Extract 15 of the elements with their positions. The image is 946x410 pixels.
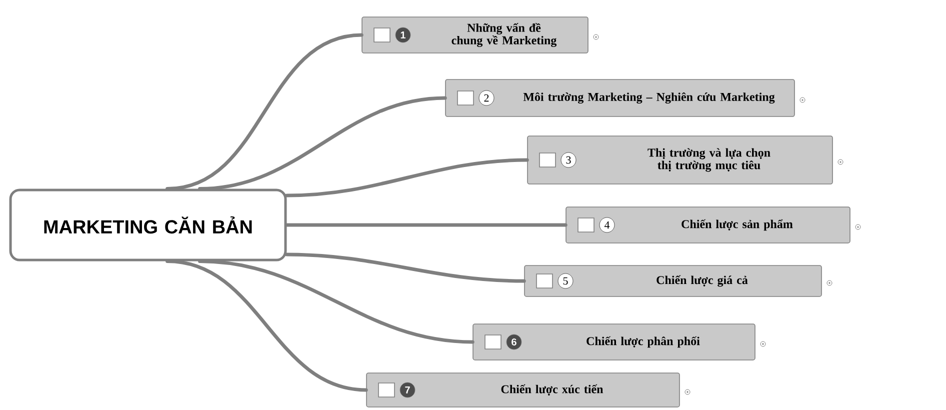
branch-line <box>285 252 526 283</box>
branch-line <box>166 33 364 190</box>
number-badge: 4 <box>599 217 615 233</box>
number-badge: 7 <box>400 382 416 398</box>
branch-line <box>198 260 474 344</box>
branch-line <box>198 96 447 190</box>
branch-line <box>166 260 368 392</box>
branch-line <box>285 223 568 227</box>
number-badge: 6 <box>506 334 522 350</box>
number-badge: 3 <box>560 152 576 168</box>
central-topic-box: MARKETING CĂN BẢN <box>9 188 287 262</box>
number-badge: 2 <box>478 90 494 106</box>
number-badge: 1 <box>395 27 411 43</box>
number-badge: 5 <box>558 273 574 289</box>
branch-line <box>285 158 529 198</box>
